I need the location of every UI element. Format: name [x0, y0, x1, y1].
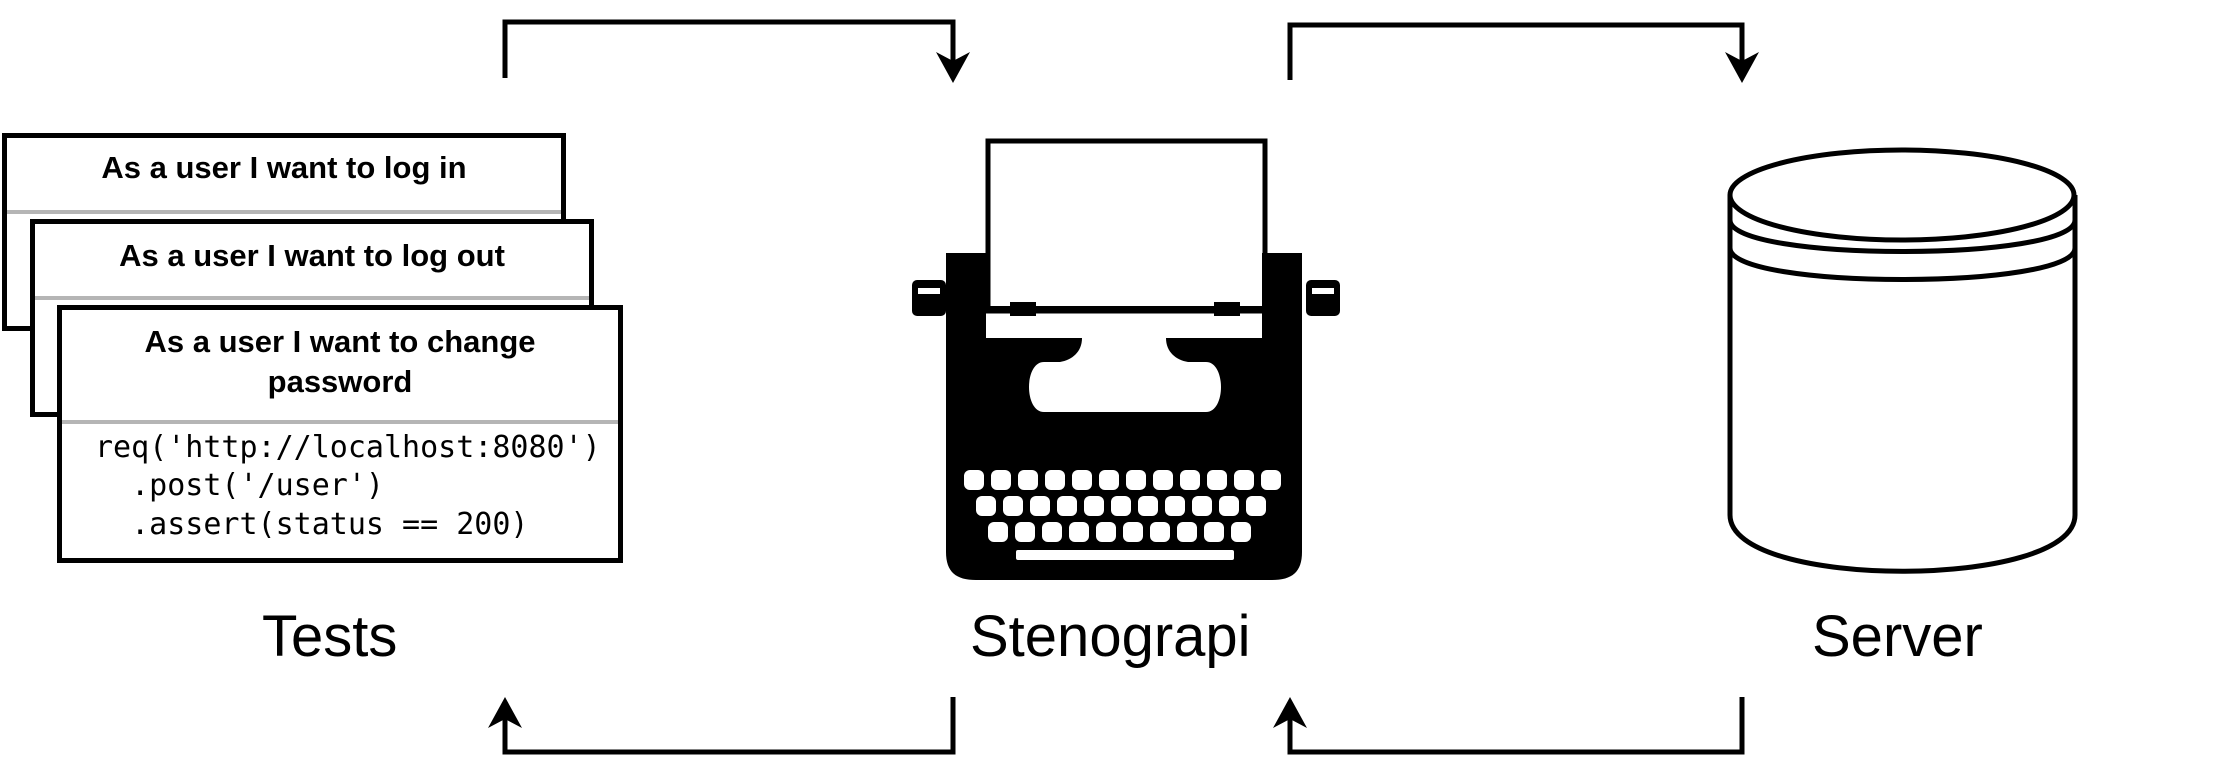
card-title: As a user I want to log out — [119, 238, 505, 273]
card-title-line-2: password — [267, 364, 413, 399]
card-divider — [62, 420, 618, 424]
arrow-tests-to-stenograpi — [502, 19, 956, 78]
card-title-line-1: As a user I want to change — [144, 324, 536, 359]
label-stenograpi: Stenograpi — [970, 604, 1251, 669]
arrow-stenograpi-to-server — [1287, 22, 1745, 80]
card-divider — [35, 296, 589, 300]
label-tests: Tests — [262, 604, 398, 669]
arrow-stenograpi-to-tests — [502, 697, 956, 755]
typewriter-keys — [964, 470, 1281, 560]
arrow-server-to-stenograpi — [1287, 697, 1745, 755]
test-card-change-password: As a user I want to change password req(… — [57, 305, 623, 563]
code-line: .post('/user') — [95, 468, 384, 503]
label-server: Server — [1812, 604, 1983, 669]
card-title: As a user I want to log in — [101, 150, 467, 185]
card-divider — [7, 210, 561, 214]
code-line: .assert(status == 200) — [95, 507, 529, 542]
code-line: req('http://localhost:8080') — [95, 430, 601, 465]
